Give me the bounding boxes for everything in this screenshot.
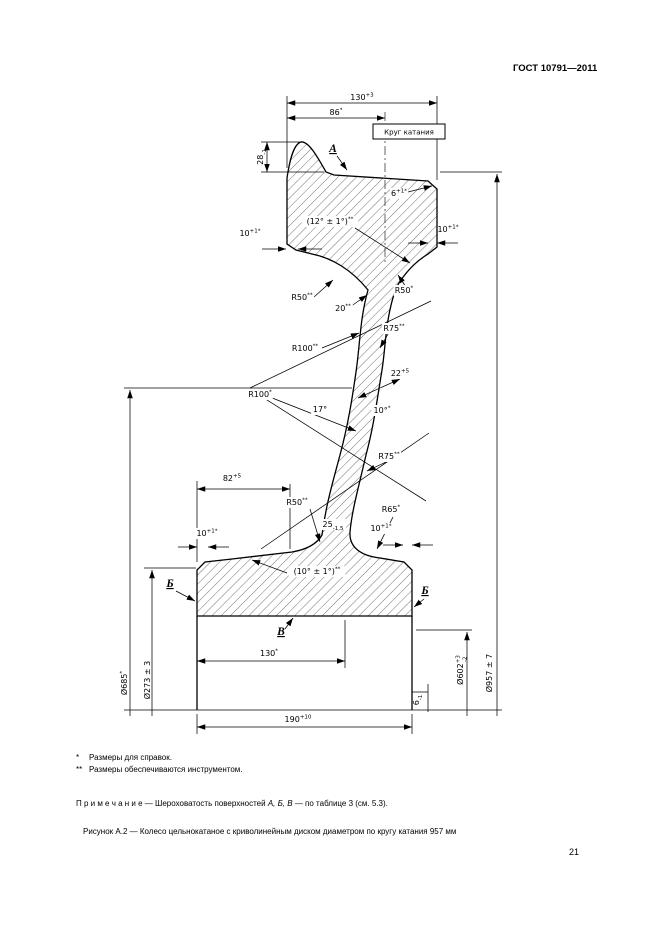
dim-label: 86* [330,108,343,118]
dim-label: 130* [260,649,278,659]
surface-label-В: В [276,626,285,638]
label-backplate [393,285,415,296]
wheel-section-path [196,141,438,617]
label-backplate [376,451,402,462]
dim-label: R65* [382,505,401,515]
dim-label: 82+5 [223,474,242,484]
dim-label: 6+1* [391,189,407,199]
footnote-marker: ** [76,765,83,774]
page-number: 21 [569,847,580,857]
dim-label: 10+1* [437,225,458,235]
drawing-line [252,390,427,502]
surface-label-Б: Б [420,585,428,597]
dim-label: R50** [291,293,313,303]
drawing-line [175,590,196,602]
drawing-line [313,279,334,298]
dim-label: R50* [395,286,414,296]
dim-label: 20** [335,304,351,314]
dimension-lines [127,100,500,730]
drawing-line [372,123,446,140]
dim-label: Ø685* [119,671,129,696]
dim-label: 10+1* [370,524,391,534]
dim-label: 6-1 [412,695,424,706]
dimension-labels-layer: 130+3 86* 28-1 А 6+1* (12° ± 1°)** 10+1* 10+1* R… [119,93,494,725]
drawing-line [284,617,294,630]
label-backplate [290,343,320,354]
footnote-reference-sizes: * Размеры для справок. [76,753,172,762]
label-backplate [288,566,346,577]
label-backplate [289,292,315,303]
surface-label-А: А [328,143,337,155]
drawing-line [249,300,432,389]
surface-label-Б: Б [165,578,173,590]
label-backplate [301,216,359,227]
label-backplate [222,473,242,484]
dim-label: R50** [286,498,308,508]
dim-label: 10°* [374,406,391,416]
drawing-line [357,378,401,399]
drawing-line [336,155,348,171]
dim-label: 25-1,5 [323,520,344,532]
dim-label: 190+10 [285,715,312,725]
dim-label: 10+1* [239,229,260,239]
document-number: ГОСТ 10791—2011 [513,63,598,74]
note-surfaces: А, Б, В [267,799,293,808]
dim-label: (10° ± 1°)** [294,567,341,577]
label-backplate [284,497,310,508]
dim-label: 10+1* [196,529,217,539]
dim-label: R75** [378,452,400,462]
figure-caption: Рисунок А.2 — Колесо цельнокатаное с кри… [83,827,457,836]
label-backplate [319,519,347,530]
dim-label: 130+3 [350,93,374,103]
label-backplate [195,528,219,539]
label-backplate [333,303,353,314]
dim-label: Ø273 ± 3 [142,661,152,699]
footnote-tool-sizes: ** Размеры обеспечиваются инструментом. [76,765,243,774]
dim-label: 22+5 [391,369,410,379]
dim-label: R100* [248,390,272,400]
drawing-line [413,598,425,608]
label-backplate [380,504,402,515]
dim-label: 17° [313,405,327,414]
dim-label: Ø957 ± 7 [484,654,494,692]
drawing-line [354,227,411,264]
rolling-circle-callout: Круг катания [372,123,446,140]
label-backplate [381,323,407,334]
rolling-circle-callout-text: Круг катания [384,129,434,137]
label-backplate [369,523,393,534]
footnote-text: Размеры обеспечиваются инструментом. [89,765,243,774]
note-text-part2: — по таблице 3 (см. 5.3). [292,799,388,808]
label-backplate [390,368,410,379]
dim-label: R100** [292,344,319,354]
footnote-marker: * [76,753,80,762]
drawing-line [251,559,288,574]
drawing-line [309,508,321,543]
roughness-note: П р и м е ч а н и е — Шероховатость пове… [76,799,641,808]
footnote-text: Размеры для справок. [89,753,172,762]
note-text-part1: П р и м е ч а н и е — Шероховатость пове… [76,799,268,808]
label-backplate [247,389,273,400]
dim-label: 28-1 [256,149,268,165]
dim-label: (12° ± 1°)** [307,217,354,227]
label-backplate [371,405,393,416]
label-backplate [311,404,329,415]
dim-label: Ø602+3-2 [455,655,469,685]
drawing-line [407,185,433,193]
section-outline [196,141,438,617]
label-backplate [389,188,409,199]
drawing-line [349,294,368,308]
drawing-line [321,332,360,349]
drawing-line [366,461,387,472]
dim-label: R75** [383,324,405,334]
